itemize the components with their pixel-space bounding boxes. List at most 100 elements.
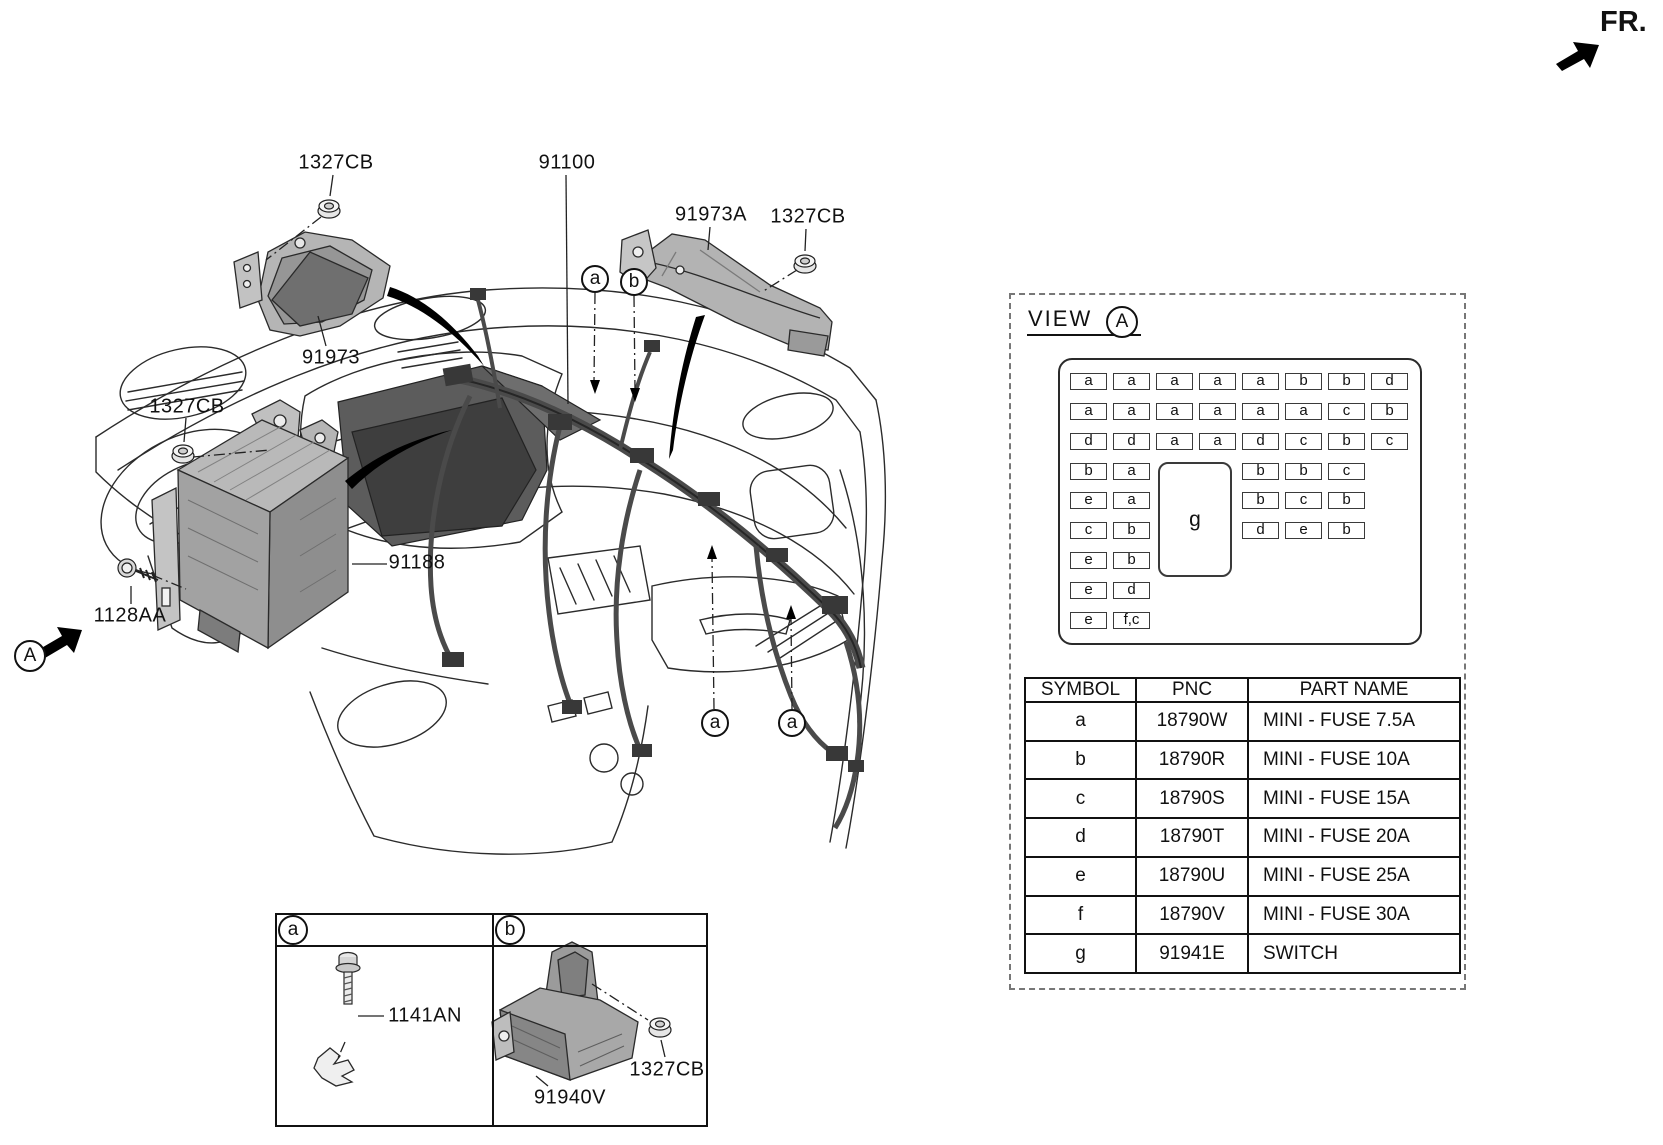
legend-table-column-divider (492, 913, 494, 1127)
view-a-title: VIEW (1028, 306, 1093, 331)
fuse-cell-3-4: b (1242, 463, 1279, 480)
view-a-direction-arrow (38, 627, 82, 658)
fuse-cell-1-0: a (1070, 403, 1107, 420)
symbol-table-cell: c (1024, 778, 1137, 820)
fuse-cell-2-3: a (1199, 433, 1236, 450)
part-wire-clip (313, 1047, 355, 1087)
symbol-table-cell: MINI - FUSE 10A (1247, 739, 1461, 781)
leader-arrowheads (590, 380, 796, 619)
nut-1327cb-left (171, 444, 195, 464)
part-label-1327cb-4: 1327CB (770, 205, 846, 228)
symbol-table-cell: 18790S (1135, 778, 1249, 820)
symbol-table-cell: 18790W (1135, 701, 1249, 742)
fuse-cell-1-2: a (1156, 403, 1193, 420)
fuse-cell-6-1: b (1113, 552, 1150, 569)
bolt-1128aa (117, 558, 159, 583)
nut-1327cb-mid (793, 254, 817, 274)
fuse-cell-5-4: d (1242, 522, 1279, 539)
fuse-cell-4-0: e (1070, 492, 1107, 509)
symbol-table-cell: d (1024, 817, 1137, 858)
part-label-91973a-3: 91973A (675, 203, 747, 226)
fuse-cell-4-6: b (1328, 492, 1365, 509)
fuse-cell-2-5: c (1285, 433, 1322, 450)
symbol-table-cell: MINI - FUSE 30A (1247, 894, 1461, 936)
fuse-cell-5-5: e (1285, 522, 1322, 539)
fuse-cell-0-0: a (1070, 373, 1107, 390)
symbol-table-cell: f (1024, 894, 1137, 936)
fr-label: FR. (1600, 6, 1647, 38)
fuse-cell-2-0: d (1070, 433, 1107, 450)
symbol-table-header-part-name: PART NAME (1247, 677, 1461, 703)
fuse-cell-3-6: c (1328, 463, 1365, 480)
fuse-cell-8-0: e (1070, 612, 1107, 629)
fuse-cell-7-1: d (1113, 582, 1150, 599)
part-label-91100-2: 91100 (538, 151, 596, 174)
fuse-cell-0-3: a (1199, 373, 1236, 390)
switch-block-g: g (1158, 462, 1232, 577)
fuse-cell-4-1: a (1113, 492, 1150, 509)
instrument-cluster (337, 365, 602, 547)
symbol-table-header-symbol: SYMBOL (1024, 677, 1137, 703)
symbol-table-cell: 18790T (1135, 817, 1249, 858)
leader-lines (130, 174, 807, 1087)
fuse-cell-8-1: f,c (1113, 612, 1150, 629)
symbol-table-cell: 18790R (1135, 739, 1249, 781)
symbol-table-cell: e (1024, 855, 1137, 897)
symbol-table-cell: MINI - FUSE 20A (1247, 817, 1461, 858)
fuse-cell-5-6: b (1328, 522, 1365, 539)
symbol-table-cell: MINI - FUSE 25A (1247, 855, 1461, 897)
symbol-table-cell: 18790U (1135, 855, 1249, 897)
part-label-1327cb-5: 1327CB (149, 395, 225, 418)
callout-a-0: a (581, 265, 609, 293)
fuse-cell-1-4: a (1242, 403, 1279, 420)
legend-table-header-divider (275, 945, 708, 947)
fuse-cell-1-7: b (1371, 403, 1408, 420)
part-label-1128aa-7: 1128AA (93, 604, 167, 627)
fuse-cell-2-1: d (1113, 433, 1150, 450)
fuse-cell-1-5: a (1285, 403, 1322, 420)
fuse-cell-3-1: a (1113, 463, 1150, 480)
nut-1327cb-bottom (648, 1017, 672, 1038)
nut-1327cb-top (317, 199, 341, 219)
callout-A-4: A (14, 640, 46, 672)
part-label-1141an-8: 1141AN (388, 1004, 462, 1027)
callout-a-3: a (778, 709, 806, 737)
symbol-table-cell: a (1024, 701, 1137, 742)
legend-table-border (275, 913, 708, 1127)
part-91973a-duct (619, 229, 833, 357)
symbol-table-cell: MINI - FUSE 15A (1247, 778, 1461, 820)
symbol-table-cell: MINI - FUSE 7.5A (1247, 701, 1461, 742)
wiring-harness-91100 (427, 288, 866, 830)
fuse-cell-2-7: c (1371, 433, 1408, 450)
callout-b-7: b (495, 915, 525, 945)
callout-A-5: A (1106, 306, 1138, 338)
part-label-1327cb-10: 1327CB (629, 1058, 705, 1081)
part-91940v-bracket (491, 941, 639, 1081)
part-label-91188-6: 91188 (388, 551, 446, 574)
symbol-table-cell: SWITCH (1247, 933, 1461, 974)
fuse-cell-7-0: e (1070, 582, 1107, 599)
part-label-1327cb-0: 1327CB (298, 151, 374, 174)
symbol-table-cell: b (1024, 739, 1137, 781)
fuse-cell-2-6: b (1328, 433, 1365, 450)
fuse-cell-2-4: d (1242, 433, 1279, 450)
fuse-cell-4-4: b (1242, 492, 1279, 509)
fuse-cell-0-5: b (1285, 373, 1322, 390)
fuse-panel-outline (1058, 358, 1422, 645)
part-91973-bracket (233, 231, 391, 337)
callout-a-2: a (701, 709, 729, 737)
fuse-cell-3-0: b (1070, 463, 1107, 480)
install-direction-arrows (345, 287, 705, 489)
part-1141an-bolt (335, 951, 361, 1005)
part-label-91973-1: 91973 (301, 346, 361, 369)
fuse-cell-5-0: c (1070, 522, 1107, 539)
view-a-panel-border (1009, 293, 1466, 990)
